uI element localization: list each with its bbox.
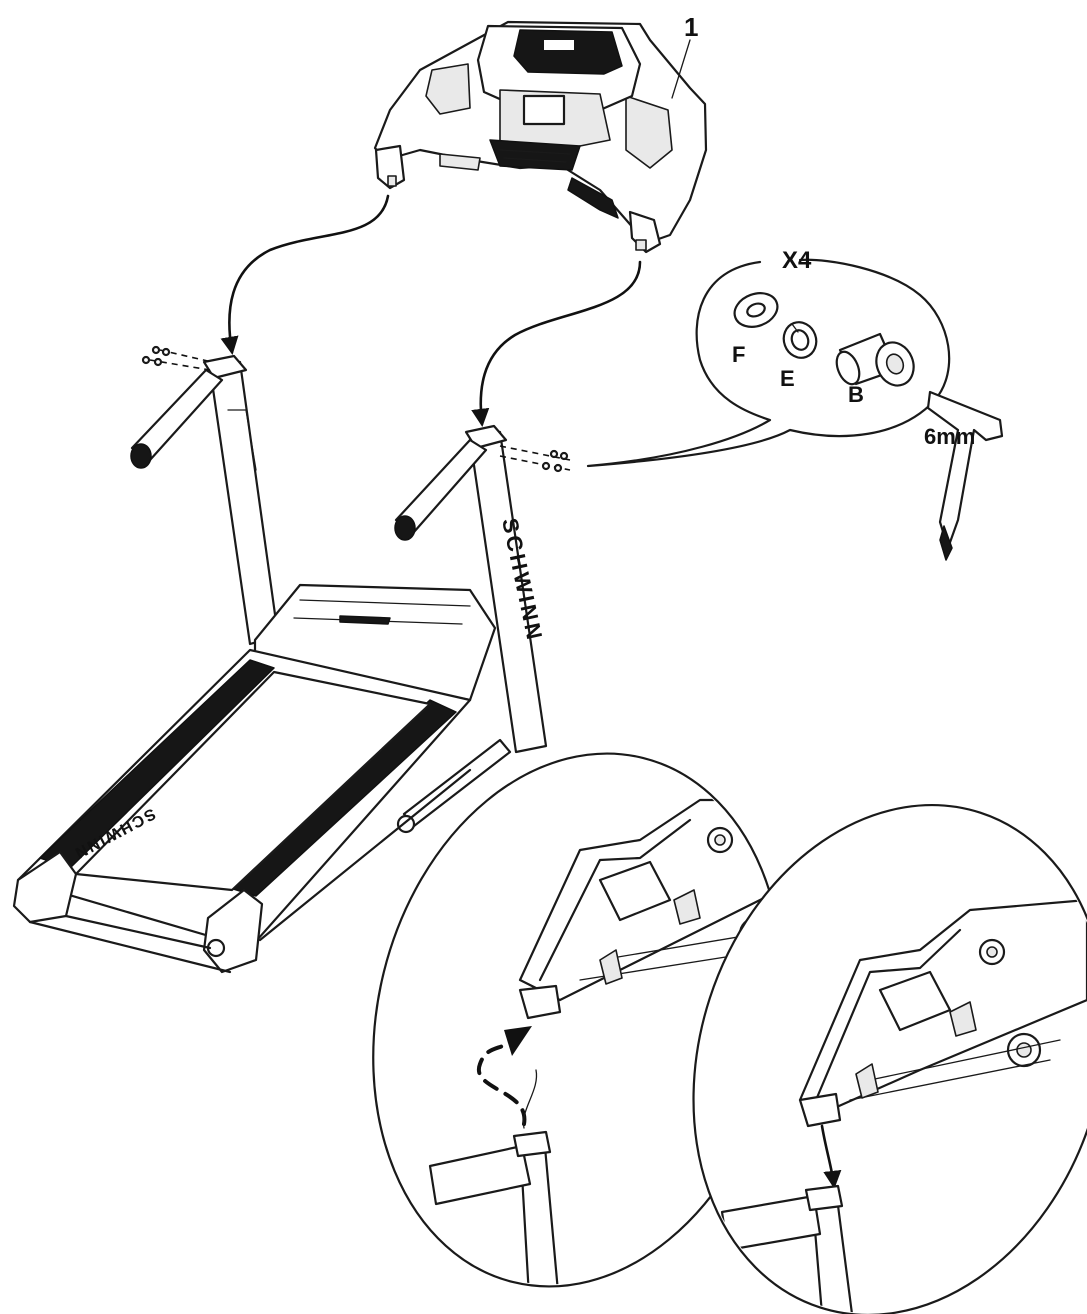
hardware-callout-bubble	[586, 258, 951, 468]
hood-logo	[339, 615, 391, 625]
hardware-quantity-label: X4	[782, 247, 812, 274]
washer-split-label: E	[780, 366, 795, 391]
transport-wheel-icon	[396, 814, 416, 834]
callout-leader-1	[671, 39, 691, 99]
left-handrail-end-cap	[130, 443, 152, 469]
bolt-label: B	[848, 382, 864, 407]
arrow-right-mount	[471, 260, 642, 428]
bolt-icon	[835, 332, 915, 387]
console-assembly	[373, 20, 708, 254]
display-readout	[544, 40, 574, 50]
treadmill-frame	[12, 354, 548, 974]
arrow-left-mount	[220, 194, 390, 355]
right-handrail-end-cap	[394, 515, 416, 541]
flat-washer-icon	[733, 292, 779, 328]
split-washer-icon	[782, 321, 818, 359]
washer-flat-label: F	[732, 342, 745, 367]
callout-number-1: 1	[684, 12, 698, 42]
detail-view-cable-connected	[692, 804, 1087, 1314]
wrench-size-label: 6mm	[924, 424, 975, 449]
left-mount-hardware	[141, 345, 213, 371]
allen-wrench-icon	[926, 390, 1004, 561]
right-mount-hardware	[499, 445, 571, 473]
